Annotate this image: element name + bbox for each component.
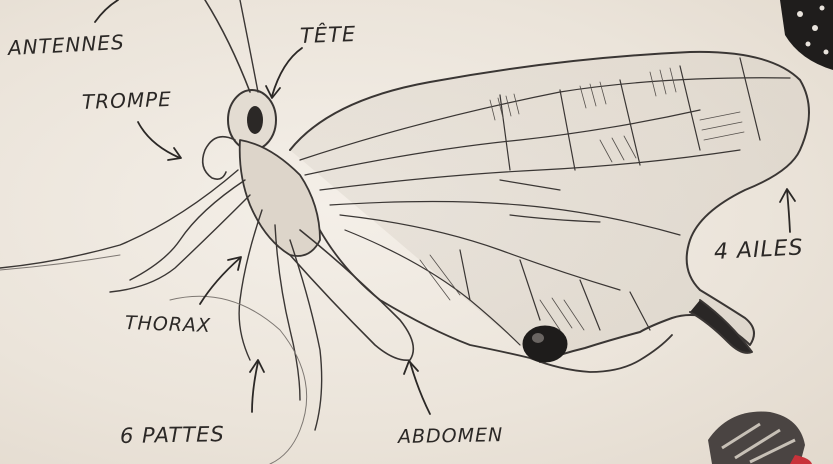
corner-pattern-top-right <box>780 0 833 70</box>
eye <box>247 106 263 134</box>
wing-eyespot <box>523 326 567 362</box>
label-abdomen: ABDOMEN <box>398 424 504 448</box>
label-thorax: THORAX <box>125 312 212 337</box>
arrow-tete <box>272 48 302 96</box>
label-ailes: 4 AILES <box>713 235 804 265</box>
arrow-antennes <box>95 0 118 22</box>
corner-pattern-bottom-right <box>708 412 812 464</box>
proboscis <box>203 137 235 179</box>
arrow-trompe <box>138 122 180 158</box>
forewing-outline <box>290 52 809 362</box>
arrow-abdomen <box>410 362 430 414</box>
arrow-ailes <box>787 190 790 232</box>
label-trompe: TROMPE <box>82 87 173 114</box>
arrow-thorax <box>200 258 240 304</box>
label-tete: TÊTE <box>300 22 357 48</box>
label-pattes: 6 PATTES <box>120 422 225 448</box>
arrow-pattes <box>252 362 258 412</box>
antenna-2 <box>240 0 258 92</box>
